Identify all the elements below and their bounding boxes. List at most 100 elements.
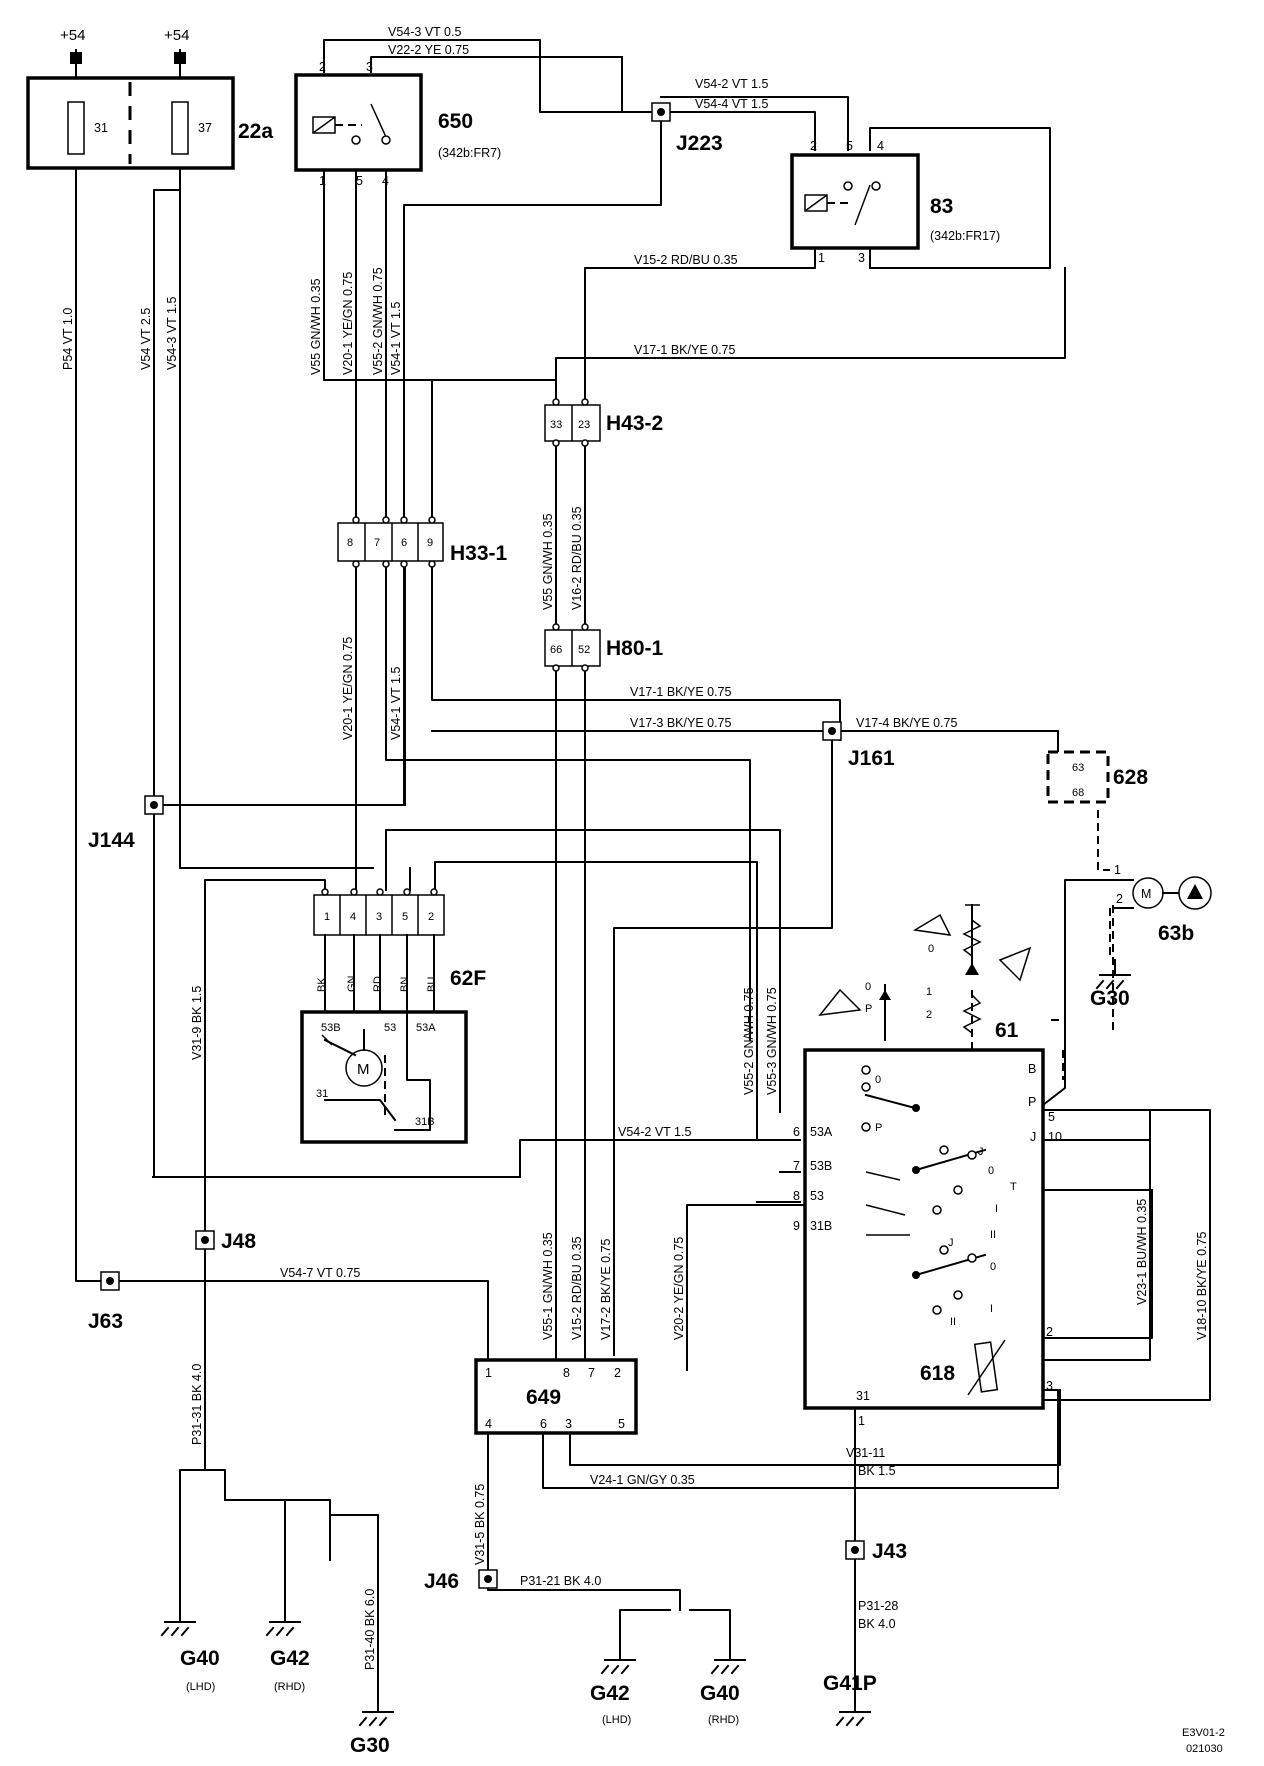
motor-62f-m: M [357,1061,370,1078]
sw-inner-i2: I [990,1303,993,1315]
sw-term-10: 10 [1048,1130,1062,1144]
relay-650-ref: (342b:FR7) [438,146,501,160]
m649-pin-4: 4 [485,1417,492,1431]
wl-v15-2-top: V15-2 RD/BU 0.35 [634,253,738,267]
connector-628-id: 628 [1113,766,1148,789]
ground-g42-lhd: G42 (LHD) [590,1649,636,1726]
sw-inner-ii2: II [950,1316,956,1328]
h33-pin-9: 9 [427,537,433,549]
grounds: G30 G40 (LHD) G42 (RHD) G30 G42 (LHD) G4… [160,959,1131,1757]
m649-pin-7: 7 [588,1366,595,1380]
wl-v23-1: V23-1 BU/WH 0.35 [1135,1199,1149,1305]
wl-p31-31: P31-31 BK 4.0 [190,1364,204,1445]
splice-j43-label: J43 [872,1540,907,1563]
h33-pin-6: 6 [401,537,407,549]
switch-symbols: 0 1 2 0 P [818,904,1032,1041]
ground-g40-rhd-label: G40 [700,1682,740,1705]
sw-inner-0c: 0 [990,1261,996,1273]
relay-83-pin-2: 2 [810,139,817,153]
wl-v15-2-low: V15-2 RD/BU 0.35 [570,1236,584,1340]
c62f-pin-1: 1 [324,911,330,923]
h33-pin-8: 8 [347,537,353,549]
module-649: 1 8 7 2 649 4 6 3 5 [474,1358,638,1435]
motor-term-31: 31 [316,1088,328,1100]
relay-650-pin-5: 5 [356,174,363,188]
wl-v55-2-mid: V55-2 GN/WH 0.75 [742,987,756,1095]
splice-j63-label: J63 [88,1310,123,1333]
relay-83-pin-4: 4 [877,139,884,153]
sw-term-j: J [1030,1130,1036,1144]
wire-62f-rd: RD [372,976,384,992]
ground-g30-bottom-label: G30 [350,1734,390,1757]
wl-v55-1: V55-1 GN/WH 0.35 [541,1232,555,1340]
c62f-pin-3: 3 [376,911,382,923]
module-649-id: 649 [526,1386,561,1409]
splice-j161: J161 [822,721,895,770]
wl-p31-28-b: BK 4.0 [858,1617,896,1631]
pump-63b-id: 63b [1158,922,1194,945]
connector-62f: 1 4 3 5 2 [313,888,445,1011]
wl-v55-2-top: V55-2 GN/WH 0.75 [371,267,385,375]
pump-motor-label: M [1141,887,1151,901]
stamp-line-2: 021030 [1186,1743,1223,1755]
splice-j161-label: J161 [848,747,895,770]
stamp-line-1: E3V01-2 [1182,1727,1225,1739]
pump-pin-1: 1 [1114,863,1121,877]
splice-j223: J223 [651,102,723,155]
switch-61-id: 61 [995,1019,1019,1042]
ground-g40-rhd-sub: (RHD) [708,1714,739,1726]
wl-v22-2: V22-2 YE 0.75 [388,43,469,57]
relay-83: 2 5 4 1 3 83 (342b:FR17) [790,139,1000,265]
wl-v54-left: V54 VT 2.5 [139,308,153,370]
relay-650-pin-1: 1 [319,174,326,188]
wl-v54-7: V54-7 VT 0.75 [280,1266,360,1280]
sw-term-1: 1 [858,1414,865,1428]
pump-pin-2: 2 [1116,892,1123,906]
connector-h33-1-id: H33-1 [450,542,508,565]
fusebox-id: 22a [238,120,273,143]
switch-61: 61 B P 5 J 10 6 53A 7 53B 8 53 9 31B 2 3… [793,1019,1062,1428]
fuse-31-label: 31 [94,121,108,135]
sw-term-7: 7 [793,1159,800,1173]
sw-inner-0a: 0 [875,1074,881,1086]
wire-62f-gn: GN [346,975,358,992]
sw-term-2: 2 [1046,1325,1053,1339]
sw-inner-i1: I [995,1203,998,1215]
relay-650: 2 3 1 5 4 650 (342b:FR7) [294,60,501,188]
wl-v54-1-top: V54-1 VT 1.5 [389,302,403,375]
relay-650-pin-2: 2 [319,60,326,74]
relay-83-pin-3: 3 [858,251,865,265]
splice-j63: J63 [88,1271,123,1333]
relay-83-pin-1: 1 [818,251,825,265]
sym-p: P [865,1003,872,1015]
c62f-pin-5: 5 [402,911,408,923]
supply-left: +54 [60,27,85,64]
wl-v55-top: V55 GN/WH 0.35 [309,278,323,375]
sw-term-b: B [1028,1062,1036,1076]
sw-term-p: P [1028,1095,1036,1109]
c628-bottom: 68 [1072,787,1084,799]
wire-labels: V54-3 VT 0.5 V22-2 YE 0.75 V54-2 VT 1.5 … [61,25,1209,1670]
wl-v20-2: V20-2 YE/GN 0.75 [672,1237,686,1340]
ground-g41p: G41P [823,1672,877,1727]
relay-650-pin-4: 4 [382,174,389,188]
connector-h43-2: 33 23 H43-2 [544,398,663,447]
sw-inner-j2: J [948,1237,954,1249]
wl-v17-4: V17-4 BK/YE 0.75 [856,716,958,730]
motor-term-53: 53 [384,1022,396,1034]
wire-62f-bu: BU [426,977,438,992]
splice-j144: J144 [88,795,164,852]
ground-g40-rhd: G40 (RHD) [700,1649,746,1726]
wl-v31-9: V31-9 BK 1.5 [190,986,204,1060]
m649-pin-8: 8 [563,1366,570,1380]
ground-g40-lhd-label: G40 [180,1647,220,1670]
connector-h43-2-id: H43-2 [606,412,663,435]
h80-pin-66: 66 [550,644,562,656]
wl-v31-5: V31-5 BK 0.75 [473,1484,487,1565]
wl-v55-h43: V55 GN/WH 0.35 [541,513,555,610]
sw-term-53a: 53A [810,1125,833,1139]
sw-term-31: 31 [856,1389,870,1403]
motor-62f: BK GN RD BN BU 62F M 53B 53 53A 31 31B [300,967,486,1144]
pump-63b: M 1 2 63b [1109,863,1212,960]
splice-j43: J43 [845,1540,907,1563]
